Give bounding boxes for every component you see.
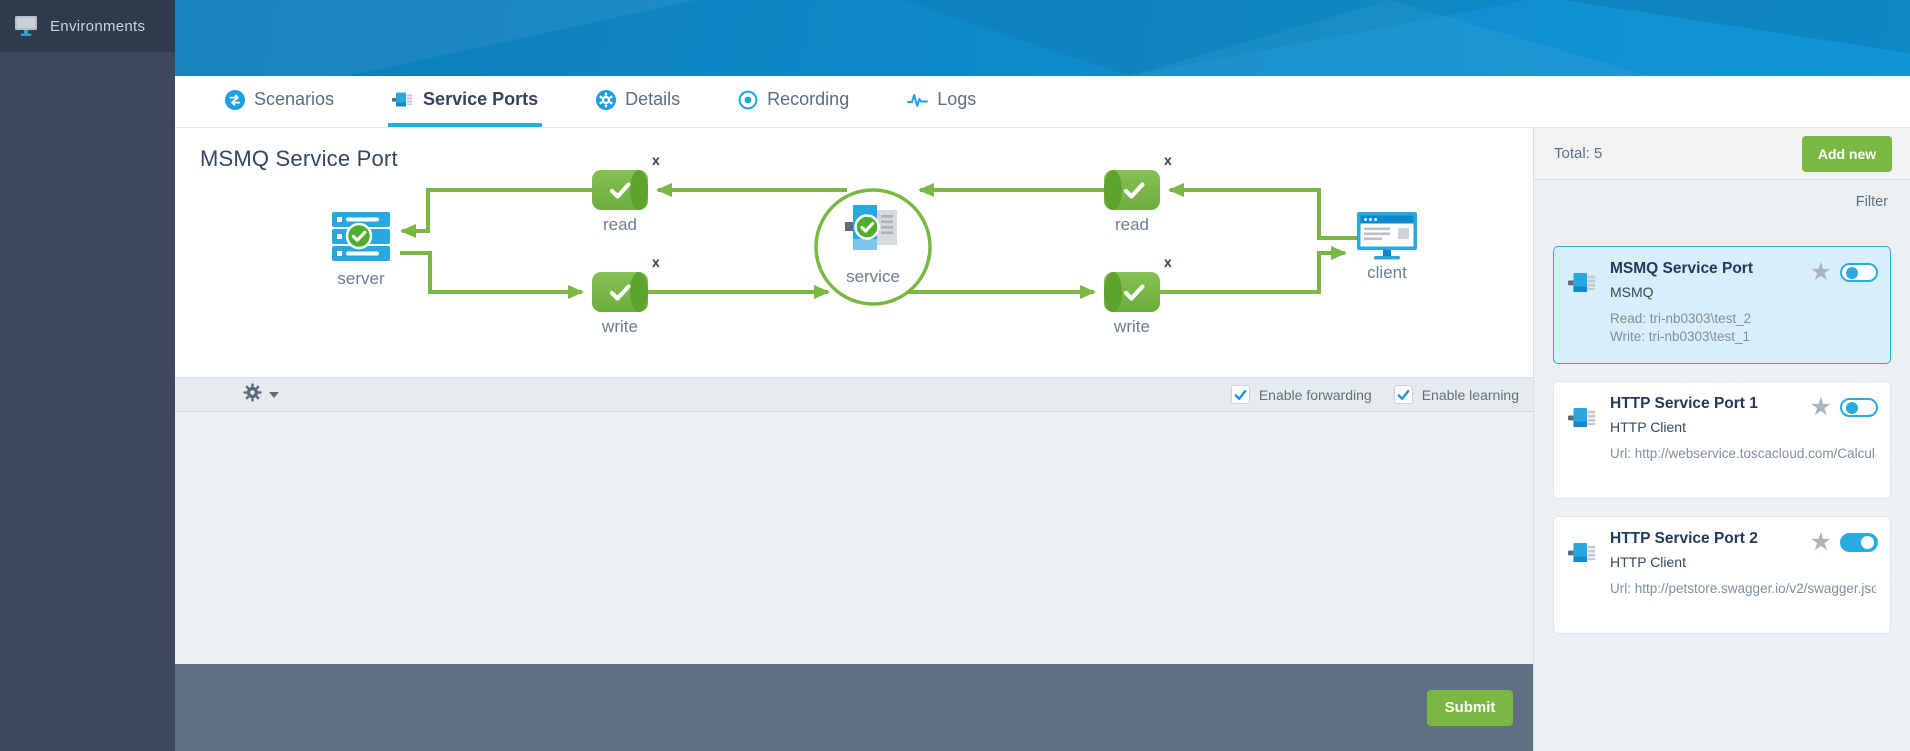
tab-label: Recording	[767, 89, 850, 109]
service-port-card-msmq[interactable]: MSMQ Service Port MSMQ Read: tri-nb0303\…	[1553, 246, 1891, 364]
service-port-card-http2[interactable]: HTTP Service Port 2 HTTP Client Url: htt…	[1553, 516, 1891, 634]
x-delete-marker[interactable]: x	[1164, 152, 1172, 168]
status-bar: Submit	[175, 664, 1533, 751]
forwarding-label: Enable forwarding	[1258, 386, 1372, 403]
tab-details[interactable]: Details	[592, 76, 684, 127]
environments-monitor-icon	[14, 15, 38, 37]
service-port-list: MSMQ Service Port MSMQ Read: tri-nb0303\…	[1534, 224, 1910, 651]
page-title: MSMQ Service Port	[200, 146, 398, 171]
service-port-card-http1[interactable]: HTTP Service Port 1 HTTP Client Url: htt…	[1553, 381, 1891, 499]
filter-row: Filter	[1534, 180, 1910, 224]
service-ports-panel: Total: 5 Add new Filter	[1533, 128, 1910, 751]
total-count: Total: 5	[1554, 145, 1603, 162]
tab-service-ports[interactable]: Service Ports	[388, 76, 543, 127]
favorite-star-icon[interactable]: ★	[1809, 393, 1832, 421]
main-area: Scenarios Service Ports	[175, 0, 1910, 751]
read-operation-node[interactable]	[592, 170, 648, 210]
enable-toggle[interactable]	[1840, 398, 1878, 417]
favorite-star-icon[interactable]: ★	[1809, 258, 1832, 286]
enable-toggle[interactable]	[1840, 263, 1878, 282]
card-title: MSMQ Service Port	[1610, 260, 1753, 277]
card-subtitle: HTTP Client	[1610, 554, 1686, 570]
tab-label: Service Ports	[423, 89, 539, 109]
write-operation-node[interactable]	[592, 272, 648, 312]
learning-label: Enable learning	[1421, 386, 1519, 403]
submit-button[interactable]: Submit	[1427, 689, 1513, 726]
logs-pulse-icon	[907, 91, 929, 109]
card-title: HTTP Service Port 2	[1610, 530, 1758, 547]
card-detail: Read: tri-nb0303\test_2	[1610, 311, 1752, 326]
card-detail: Url: http://petstore.swagger.io/v2/swagg…	[1610, 581, 1876, 596]
settings-menu-button[interactable]	[243, 382, 279, 407]
workspace	[175, 412, 1533, 664]
enable-toggle[interactable]	[1840, 533, 1878, 552]
card-detail: Write: tri-nb0303\test_1	[1610, 329, 1751, 345]
tab-scenarios[interactable]: Scenarios	[221, 76, 338, 127]
flow-diagram: server read write service read write cli…	[332, 152, 1417, 336]
top-banner	[175, 0, 1910, 76]
x-delete-marker[interactable]: x	[652, 254, 660, 270]
add-new-button[interactable]: Add new	[1802, 135, 1892, 172]
server-node[interactable]	[332, 212, 390, 261]
card-detail: Url: http://webservice.toscacloud.com/Ca…	[1610, 446, 1876, 461]
flow-arrows	[400, 183, 1357, 299]
sidebar-item-environments[interactable]: Environments	[0, 0, 175, 52]
service-port-icon	[1568, 260, 1610, 363]
tab-label: Scenarios	[254, 89, 335, 109]
service-node-icon	[845, 205, 897, 250]
read-label: read	[1115, 215, 1149, 234]
filter-label[interactable]: Filter	[1855, 194, 1888, 210]
sidebar: Environments	[0, 0, 175, 751]
client-label: client	[1367, 263, 1407, 282]
sidebar-item-label: Environments	[50, 17, 146, 35]
service-ports-icon	[392, 90, 414, 109]
card-subtitle: HTTP Client	[1610, 419, 1686, 435]
card-subtitle: MSMQ	[1610, 284, 1654, 300]
write-label: write	[1113, 317, 1150, 336]
service-port-icon	[1568, 395, 1610, 498]
gear-icon	[243, 382, 262, 407]
tab-label: Logs	[937, 89, 977, 109]
service-port-diagram: MSMQ Service Port	[175, 128, 1533, 377]
card-title: HTTP Service Port 1	[1610, 395, 1758, 412]
chevron-down-icon	[269, 391, 279, 398]
recording-icon	[738, 90, 758, 110]
learning-checkbox[interactable]	[1393, 385, 1413, 404]
tab-logs[interactable]: Logs	[903, 76, 980, 127]
favorite-star-icon[interactable]: ★	[1809, 528, 1832, 556]
server-label: server	[337, 269, 385, 288]
forwarding-checkbox[interactable]	[1230, 385, 1250, 404]
write-label: write	[601, 317, 638, 336]
diagram-toolbar: Enable forwarding Enable learning	[175, 377, 1533, 412]
read-label: read	[603, 215, 637, 234]
service-circle[interactable]	[814, 188, 932, 306]
write-operation-node[interactable]	[1104, 272, 1160, 312]
enable-forwarding-option[interactable]: Enable forwarding	[1230, 385, 1372, 404]
details-gear-icon	[596, 89, 617, 110]
service-port-icon	[1568, 530, 1610, 633]
client-node[interactable]	[1357, 212, 1417, 260]
read-operation-node[interactable]	[1104, 170, 1160, 210]
tab-recording[interactable]: Recording	[734, 76, 853, 127]
panel-header: Total: 5 Add new	[1534, 128, 1910, 180]
tab-bar: Scenarios Service Ports	[175, 76, 1910, 128]
service-port-editor: MSMQ Service Port	[175, 128, 1533, 751]
scenarios-icon	[225, 89, 245, 110]
x-delete-marker[interactable]: x	[652, 152, 660, 168]
x-delete-marker[interactable]: x	[1164, 254, 1172, 270]
enable-learning-option[interactable]: Enable learning	[1393, 385, 1519, 404]
service-label: service	[846, 267, 900, 286]
tab-label: Details	[625, 89, 681, 109]
